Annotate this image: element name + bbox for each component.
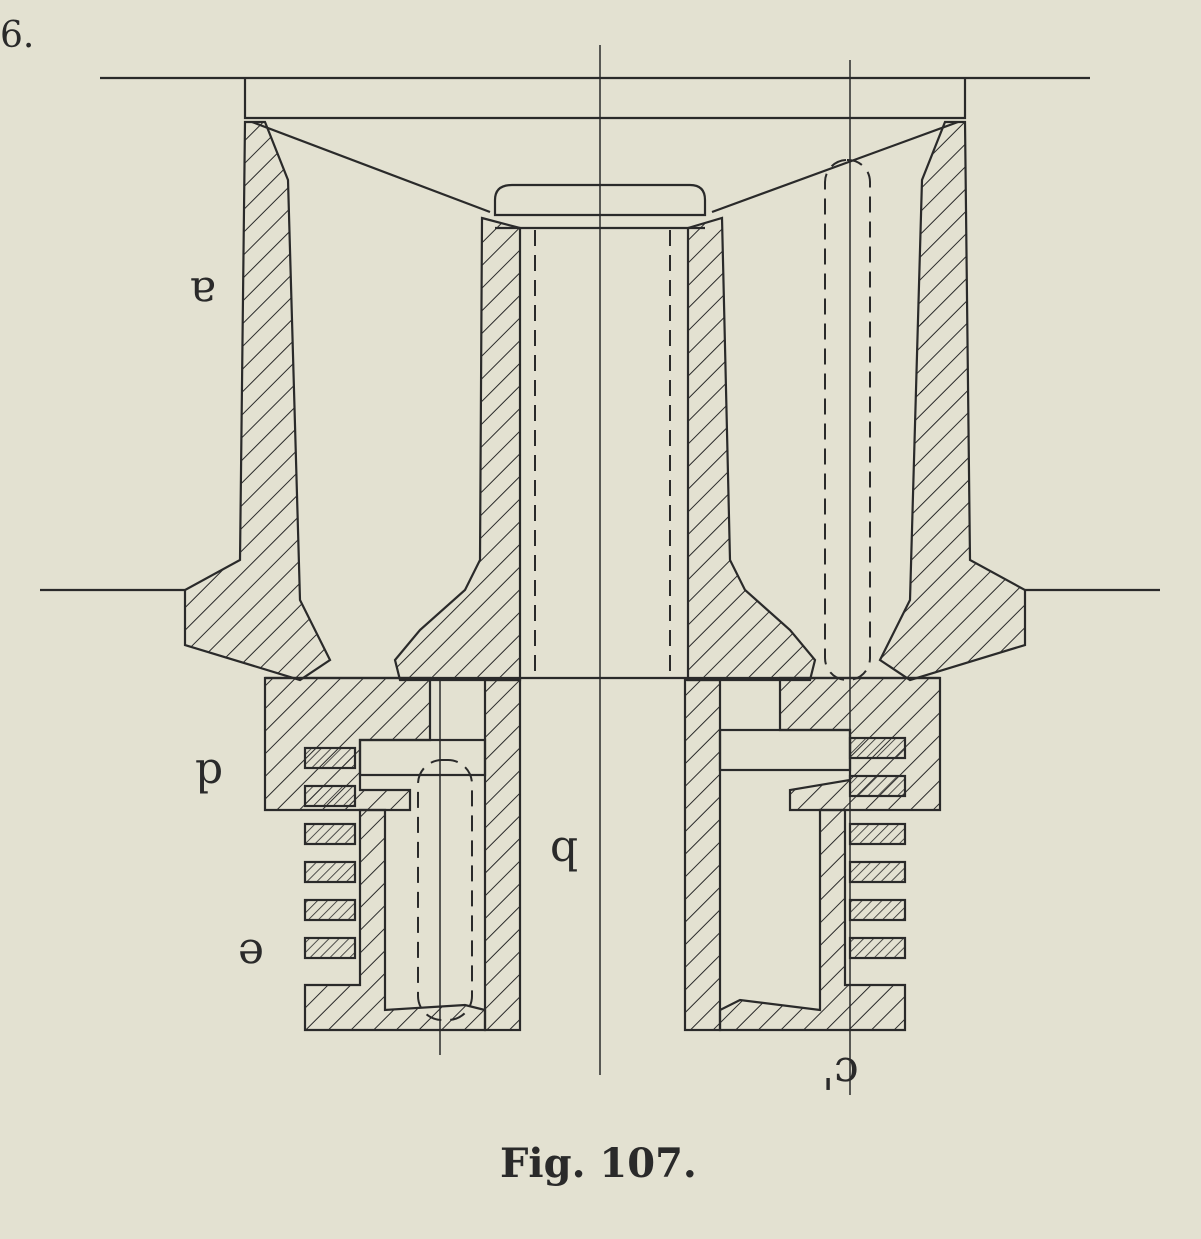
cone-line-left	[251, 120, 491, 214]
hidden-bolt-right	[824, 159, 871, 681]
label-e: e	[238, 929, 265, 980]
outer-wall-left	[183, 120, 332, 682]
cone-line-right	[711, 120, 959, 214]
figure-caption: Fig. 107.	[500, 1140, 697, 1187]
lower-tube-left	[483, 678, 522, 1032]
label-a: a	[190, 267, 217, 318]
label-b: b	[550, 827, 579, 878]
hidden-bolt-left	[417, 759, 473, 1021]
cup-right	[718, 808, 907, 1032]
label-c: c'	[822, 1047, 859, 1098]
ribs-left	[303, 746, 357, 960]
label-d: d	[195, 749, 224, 800]
tube-cap	[493, 183, 707, 217]
ribs-right	[848, 736, 907, 960]
lower-tube-right	[683, 678, 722, 1032]
ring-plate-left	[263, 676, 432, 812]
top-frame	[243, 78, 967, 120]
tube-wall-left	[393, 216, 522, 682]
tube-wall-right	[686, 216, 817, 682]
page-number: 6.	[0, 15, 35, 56]
outer-wall-right	[878, 120, 1027, 682]
cup-left	[303, 808, 487, 1032]
